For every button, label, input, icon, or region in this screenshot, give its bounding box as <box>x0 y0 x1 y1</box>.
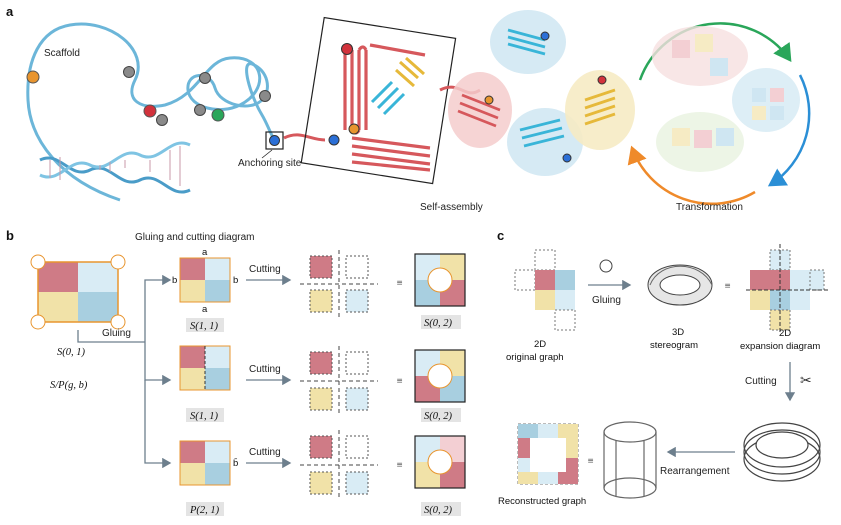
panel-a: a Scaffold Anchoring site <box>6 4 811 213</box>
row2-result: S(0, 2) <box>424 411 452 422</box>
anchor-pointer <box>261 149 273 159</box>
row1-left-b: b <box>172 275 177 286</box>
row1-result: S(0, 2) <box>424 318 452 329</box>
reconstructed-graph: Reconstructed graph <box>498 423 586 507</box>
panel-b: b Gluing and cutting diagram S(0, 1) S/P… <box>6 228 466 516</box>
gray-bead <box>123 66 135 78</box>
s01-square: S(0, 1) S/P(g, b) <box>30 254 126 391</box>
orange-bead <box>26 70 40 84</box>
transformation-cycle: Transformation <box>627 22 811 213</box>
original-label-2: original graph <box>506 352 564 363</box>
cutting-label-c: Cutting <box>745 376 777 387</box>
row3: b̄ P(2, 1) Cutting ≡ S(0, 2) <box>179 430 466 516</box>
row1: a b b a S(1, 1) Cutting ≡ S(0, 2) <box>172 247 466 332</box>
transformation-label: Transformation <box>676 202 743 213</box>
row3-cutting-label: Cutting <box>249 447 281 458</box>
blue-bead <box>269 135 280 146</box>
row3-caption-box <box>186 502 224 516</box>
row1-top-a: a <box>202 247 208 258</box>
original-label-1: 2D <box>534 339 546 350</box>
panel-b-letter: b <box>6 228 14 243</box>
dna-helix <box>39 141 191 194</box>
row1-bottom-a: a <box>202 304 208 315</box>
gray-bead <box>156 114 168 126</box>
row3-caption: P(2, 1) <box>189 505 220 516</box>
spgb-label: S/P(g, b) <box>50 380 88 391</box>
scaffold-label: Scaffold <box>44 48 80 59</box>
red-bead <box>143 104 157 118</box>
row3-result-box <box>421 502 461 516</box>
transformation-tiles <box>672 34 784 148</box>
row2-caption: S(1, 1) <box>190 411 218 422</box>
row1-caption: S(1, 1) <box>190 321 218 332</box>
panel-a-letter: a <box>6 4 14 19</box>
row1-caption-box <box>186 318 224 332</box>
scaffold-strand-tail <box>245 62 278 144</box>
gluing-label-c: Gluing <box>592 295 621 306</box>
row1-result-box <box>421 315 461 329</box>
anchoring-site-label: Anchoring site <box>238 158 302 169</box>
anchoring-site-box <box>265 131 284 150</box>
self-assembly-group: Self-assembly <box>420 10 635 213</box>
row1-equiv: ≡ <box>396 278 403 289</box>
row3-bbar: b̄ <box>233 458 238 469</box>
row2-result-box <box>421 408 461 422</box>
gray-bead <box>194 104 206 116</box>
row2-equiv: ≡ <box>396 376 403 387</box>
reconstructed-label: Reconstructed graph <box>498 496 586 507</box>
row1-right-b: b <box>233 275 238 286</box>
rearrangement-label: Rearrangement <box>660 466 730 477</box>
stereo-label-2: stereogram <box>650 340 698 351</box>
gray-bead <box>199 72 211 84</box>
row1-cutting-label: Cutting <box>249 264 281 275</box>
panel-c-letter: c <box>497 228 504 243</box>
row2-caption-box <box>186 408 224 422</box>
origami-zoom-box <box>283 16 481 185</box>
row2-cutting-label: Cutting <box>249 364 281 375</box>
panel-c: c 2D original graph Gluing 3D stereogram… <box>497 228 828 507</box>
row3-equiv: ≡ <box>396 460 403 471</box>
green-bead <box>211 108 225 122</box>
stereogram: 3D stereogram <box>647 264 713 351</box>
expansion-label-1: 2D <box>779 328 791 339</box>
cut-rings <box>743 422 821 482</box>
branch-lines <box>77 274 172 469</box>
self-assembly-label: Self-assembly <box>420 202 483 213</box>
rotate-icon <box>599 259 613 273</box>
gluing-label-b: Gluing <box>102 328 131 339</box>
gray-bead <box>259 90 271 102</box>
equiv-c: ≡ <box>724 281 731 292</box>
scissors-icon: ✂ <box>800 372 812 388</box>
gluing-cutting-title: Gluing and cutting diagram <box>135 232 255 243</box>
row3-result: S(0, 2) <box>424 505 452 516</box>
reconstructed-cylinder <box>603 421 657 499</box>
row2: S(1, 1) Cutting ≡ S(0, 2) <box>179 345 466 422</box>
expansion-diagram: 2D expansion diagram <box>740 244 828 352</box>
equiv-c2: ≡ <box>587 456 594 467</box>
expansion-label-2: expansion diagram <box>740 341 820 352</box>
s01-label: S(0, 1) <box>57 347 85 358</box>
stereo-label-1: 3D <box>672 327 684 338</box>
original-graph: 2D original graph <box>506 249 576 363</box>
